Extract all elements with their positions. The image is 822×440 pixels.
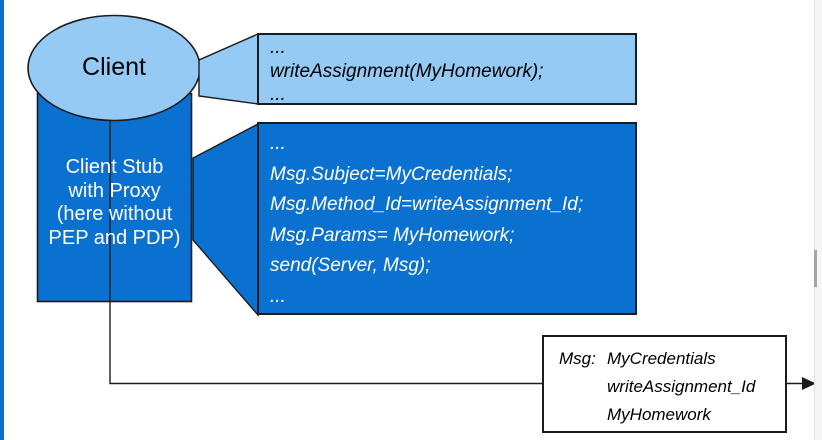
slide-edge-strip bbox=[0, 0, 4, 440]
code-line: Msg.Params= MyHomework; bbox=[270, 224, 515, 246]
client-stub-line: PEP and PDP) bbox=[48, 226, 181, 249]
message-box-values: MyCredentials writeAssignment_Id MyHomew… bbox=[607, 345, 785, 429]
stub-code-callout-tail bbox=[192, 122, 259, 317]
code-line: Msg.Method_Id=writeAssignment_Id; bbox=[270, 194, 584, 215]
scrollbar-thumb[interactable] bbox=[814, 250, 817, 287]
code-line: send(Server, Msg); bbox=[270, 255, 431, 276]
arrow-head-icon bbox=[802, 377, 816, 390]
message-box: Msg: MyCredentials writeAssignment_Id My… bbox=[542, 335, 787, 433]
client-stub-label: Client Stub with Proxy (here without PEP… bbox=[37, 156, 192, 250]
code-line: ... bbox=[270, 37, 286, 58]
message-box-label: Msg: bbox=[559, 349, 596, 368]
message-field: MyHomework bbox=[607, 405, 711, 424]
client-code-callout-tail bbox=[198, 32, 259, 105]
code-line: ... bbox=[270, 285, 286, 307]
client-code-callout: ... writeAssignment(MyHomework); ... bbox=[257, 33, 637, 105]
message-field: MyCredentials bbox=[607, 349, 716, 368]
scrollbar[interactable] bbox=[814, 0, 822, 440]
client-stub-line: Client Stub bbox=[65, 156, 164, 178]
code-line: writeAssignment(MyHomework); bbox=[270, 60, 544, 82]
code-line: Msg.Subject=MyCredentials; bbox=[270, 163, 513, 185]
client-stub-rect bbox=[36, 92, 193, 303]
stub-code-callout: ... Msg.Subject=MyCredentials; Msg.Metho… bbox=[257, 122, 637, 315]
client-node-label: Client bbox=[82, 53, 146, 81]
message-field: writeAssignment_Id bbox=[607, 377, 756, 396]
code-line: ... bbox=[270, 133, 286, 154]
client-stub-line: (here without bbox=[56, 203, 173, 225]
code-line: ... bbox=[270, 84, 286, 105]
client-stub-line: with Proxy bbox=[68, 179, 161, 202]
